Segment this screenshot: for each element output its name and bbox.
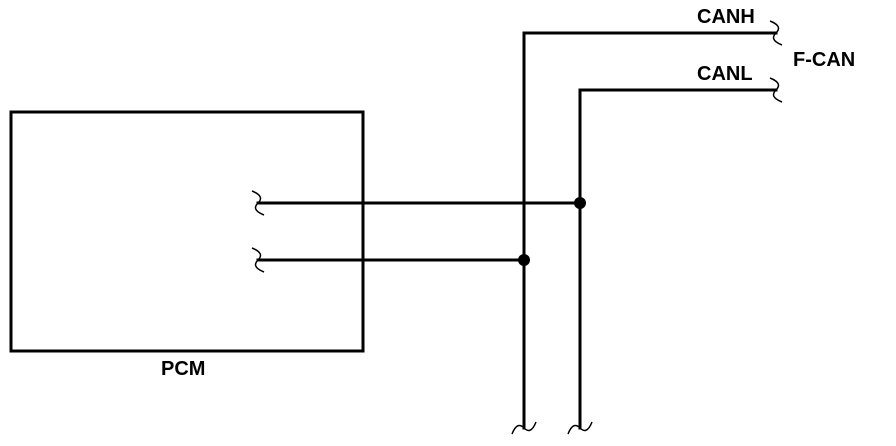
canl-bottom-break-mark [567,421,593,435]
f-can-label: F-CAN [793,49,855,71]
canl-trunk-wire [578,88,778,430]
canl-label: CANL [697,63,753,85]
canh-label: CANH [697,6,755,28]
canl-break-mark [769,77,783,103]
pcm-pin1-break-mark [251,190,265,216]
pcm-pin2-break-mark [251,247,265,273]
canl-junction-dot [574,197,586,209]
pcm-module-box [9,110,365,353]
pcm-label: PCM [161,358,205,380]
canh-junction-dot [518,254,530,266]
canh-trunk-wire [522,31,778,430]
canh-bottom-break-mark [511,421,537,435]
canh-break-mark [769,20,783,46]
